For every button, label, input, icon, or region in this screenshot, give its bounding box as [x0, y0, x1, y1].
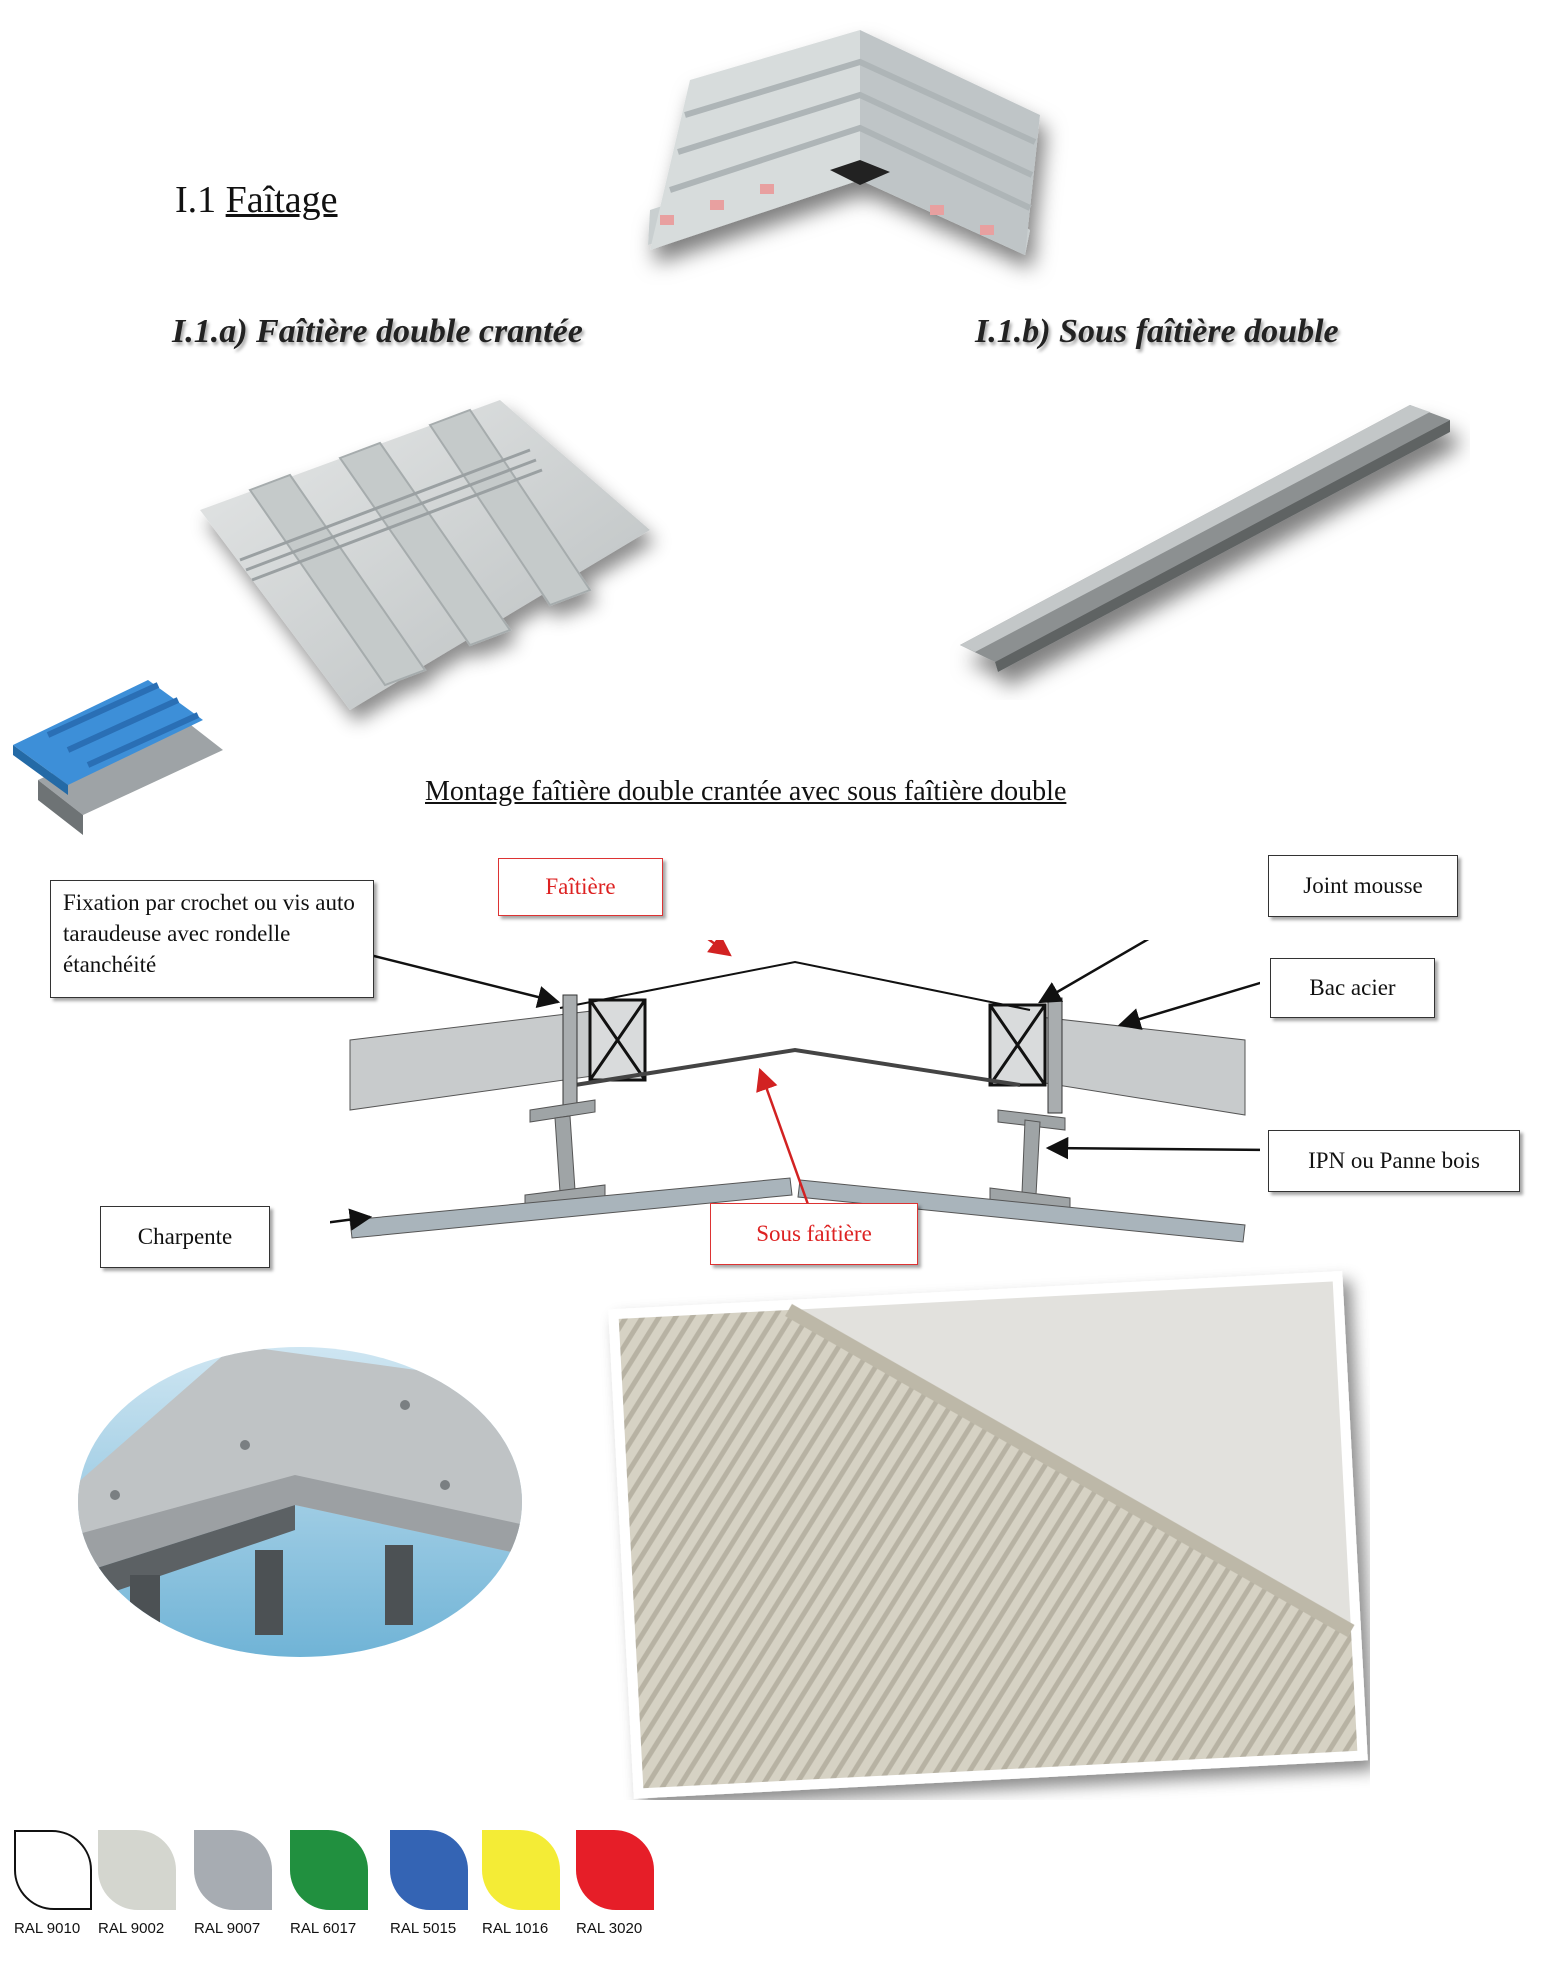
right-charpente	[797, 1179, 1246, 1243]
swatch-ral-9007-color	[194, 1830, 272, 1910]
callout-faitiere: Faîtière	[498, 858, 663, 916]
left-charpente	[349, 1177, 793, 1239]
swatch-ral-5015: RAL 5015	[390, 1830, 470, 1937]
sous-faitiere-line	[574, 1047, 1021, 1087]
faitiere-double-crantee-illustration	[200, 400, 650, 710]
swatch-label: RAL 9010	[14, 1920, 81, 1937]
swatch-label: RAL 3020	[576, 1920, 643, 1937]
roof-photo	[608, 1270, 1368, 1799]
swatch-label: RAL 1016	[482, 1920, 549, 1937]
swatch-ral-1016: RAL 1016	[482, 1830, 562, 1937]
section-heading: I.1 Faîtage	[175, 178, 338, 222]
right-joint-mousse	[988, 1003, 1047, 1087]
colored-ridge-pieces-illustration	[13, 680, 223, 835]
leader-ipn	[1045, 1136, 1260, 1160]
swatch-ral-3020: RAL 3020	[576, 1830, 656, 1937]
leader-joint	[1038, 940, 1150, 1004]
section-number: I.1	[175, 179, 217, 221]
swatch-ral-9010-color	[14, 1830, 92, 1910]
callout-bac-acier: Bac acier	[1270, 958, 1435, 1018]
ridge-cap-top-illustration	[648, 30, 1040, 255]
callout-joint-mousse: Joint mousse	[1268, 855, 1458, 917]
swatch-ral-9010: RAL 9010	[14, 1830, 94, 1937]
swatch-label: RAL 5015	[390, 1920, 457, 1937]
swatch-ral-9002-color	[98, 1830, 176, 1910]
right-ipn	[989, 1109, 1071, 1211]
left-bolt	[562, 994, 578, 1106]
faitiere-line	[559, 960, 1031, 1011]
left-joint-mousse	[588, 998, 647, 1082]
swatch-label: RAL 6017	[290, 1920, 357, 1937]
leader-charpente	[330, 1208, 373, 1231]
swatch-ral-6017: RAL 6017	[290, 1830, 370, 1937]
left-ipn	[524, 1099, 606, 1209]
swatch-label: RAL 9007	[194, 1920, 261, 1937]
callout-ipn: IPN ou Panne bois	[1268, 1130, 1520, 1192]
leader-sous-faitiere	[756, 1067, 812, 1211]
subsection-a-title: I.1.a) Faîtière double crantée	[172, 313, 583, 350]
subsection-b-title: I.1.b) Sous faîtière double	[975, 313, 1339, 350]
callout-fixation: Fixation par crochet ou vis auto taraude…	[50, 880, 374, 998]
section-title: Faîtage	[225, 179, 338, 221]
swatch-ral-3020-color	[576, 1830, 654, 1910]
leader-bac	[1117, 981, 1260, 1030]
swatch-ral-1016-color	[482, 1830, 560, 1910]
montage-title: Montage faîtière double crantée avec sou…	[425, 776, 1067, 807]
leader-faitiere	[707, 940, 732, 957]
swatch-ral-9007: RAL 9007	[194, 1830, 274, 1937]
swatch-label: RAL 9002	[98, 1920, 165, 1937]
right-bolt	[1047, 997, 1063, 1114]
callout-sous-faitiere: Sous faîtière	[710, 1203, 918, 1265]
sous-faitiere-double-illustration	[960, 405, 1450, 672]
swatch-ral-9002: RAL 9002	[98, 1830, 178, 1937]
assembly-diagram	[330, 940, 1260, 1243]
swatch-ral-6017-color	[290, 1830, 368, 1910]
callout-charpente: Charpente	[100, 1206, 270, 1268]
swatch-ral-5015-color	[390, 1830, 468, 1910]
ridge-detail-render	[78, 1347, 522, 1657]
leader-fixation	[369, 953, 561, 1009]
